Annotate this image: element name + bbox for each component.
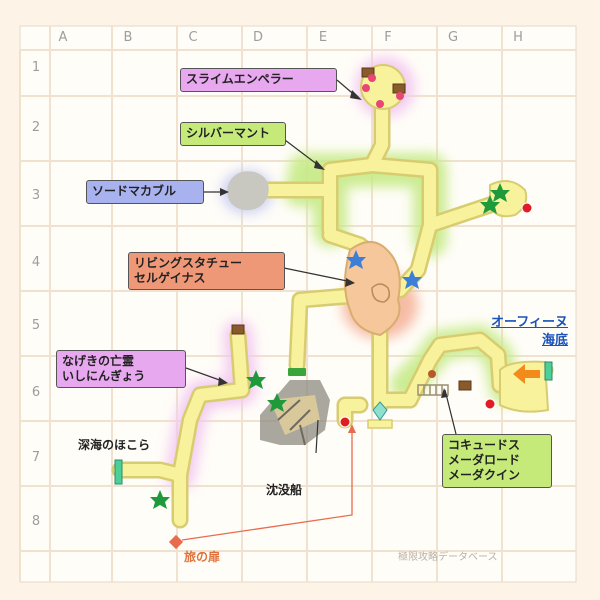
treasure-chest-icon — [231, 67, 472, 391]
red-dot-icon — [339, 202, 533, 428]
row-label-4: 4 — [31, 255, 41, 270]
link-orphinu-seabed[interactable]: オーフィーヌ 海底 — [462, 314, 568, 350]
callout-cocky-doze: コキュードス メーダロード メーダクイン — [442, 434, 552, 488]
travel-door-icon — [168, 534, 184, 550]
brown-dot — [428, 370, 436, 378]
star-icon — [150, 183, 510, 509]
col-label-E: E — [318, 30, 328, 45]
travel-route-line — [181, 430, 353, 541]
callout-pointer-heads — [218, 90, 448, 398]
row-label-6: 6 — [31, 385, 41, 400]
orphinu-door — [544, 361, 553, 381]
callout-silver-mant: シルバーマント — [180, 122, 286, 146]
callout-living-statue: リビングスタチュー セルゲイナス — [128, 252, 285, 290]
row-label-5: 5 — [31, 318, 41, 333]
room-crystal — [367, 419, 393, 429]
callout-sword-macabre: ソードマカブル — [86, 180, 204, 204]
shrine-door — [114, 459, 123, 485]
col-label-B: B — [123, 30, 133, 45]
row-label-2: 2 — [31, 120, 41, 135]
col-label-H: H — [513, 30, 523, 45]
col-label-D: D — [252, 30, 263, 45]
watermark: 極限攻略データベース — [398, 552, 498, 563]
label-sunken-ship: 沈没船 — [266, 483, 303, 497]
label-travel-door: 旅の扉 — [184, 550, 221, 564]
row-label-3: 3 — [31, 188, 41, 203]
col-label-C: C — [188, 30, 198, 45]
link-orphinu-line2[interactable]: 海底 — [541, 333, 568, 348]
room-sword-macabre — [227, 171, 269, 211]
orange-arrow-icon — [513, 364, 540, 384]
col-label-A: A — [58, 30, 68, 45]
crystal-icon — [372, 401, 388, 421]
stairs-icon — [417, 384, 449, 396]
row-label-1: 1 — [31, 60, 41, 75]
callout-nageki-doll: なげきの亡霊 いしにんぎょう — [56, 350, 186, 388]
col-label-G: G — [447, 30, 459, 45]
row-label-8: 8 — [31, 514, 41, 529]
callout-slime-emperor: スライムエンペラー — [180, 68, 337, 92]
row-label-7: 7 — [31, 450, 41, 465]
grid-lines — [19, 26, 576, 582]
travel-route-arrowhead — [348, 424, 356, 433]
label-deep-sea-shrine: 深海のほこら — [78, 438, 151, 452]
slime-room-markers — [362, 74, 404, 108]
col-label-F: F — [384, 30, 392, 45]
link-orphinu-line1[interactable]: オーフィーヌ — [491, 315, 568, 330]
room-statue-inner — [371, 283, 391, 303]
corridors-fill — [114, 89, 551, 526]
